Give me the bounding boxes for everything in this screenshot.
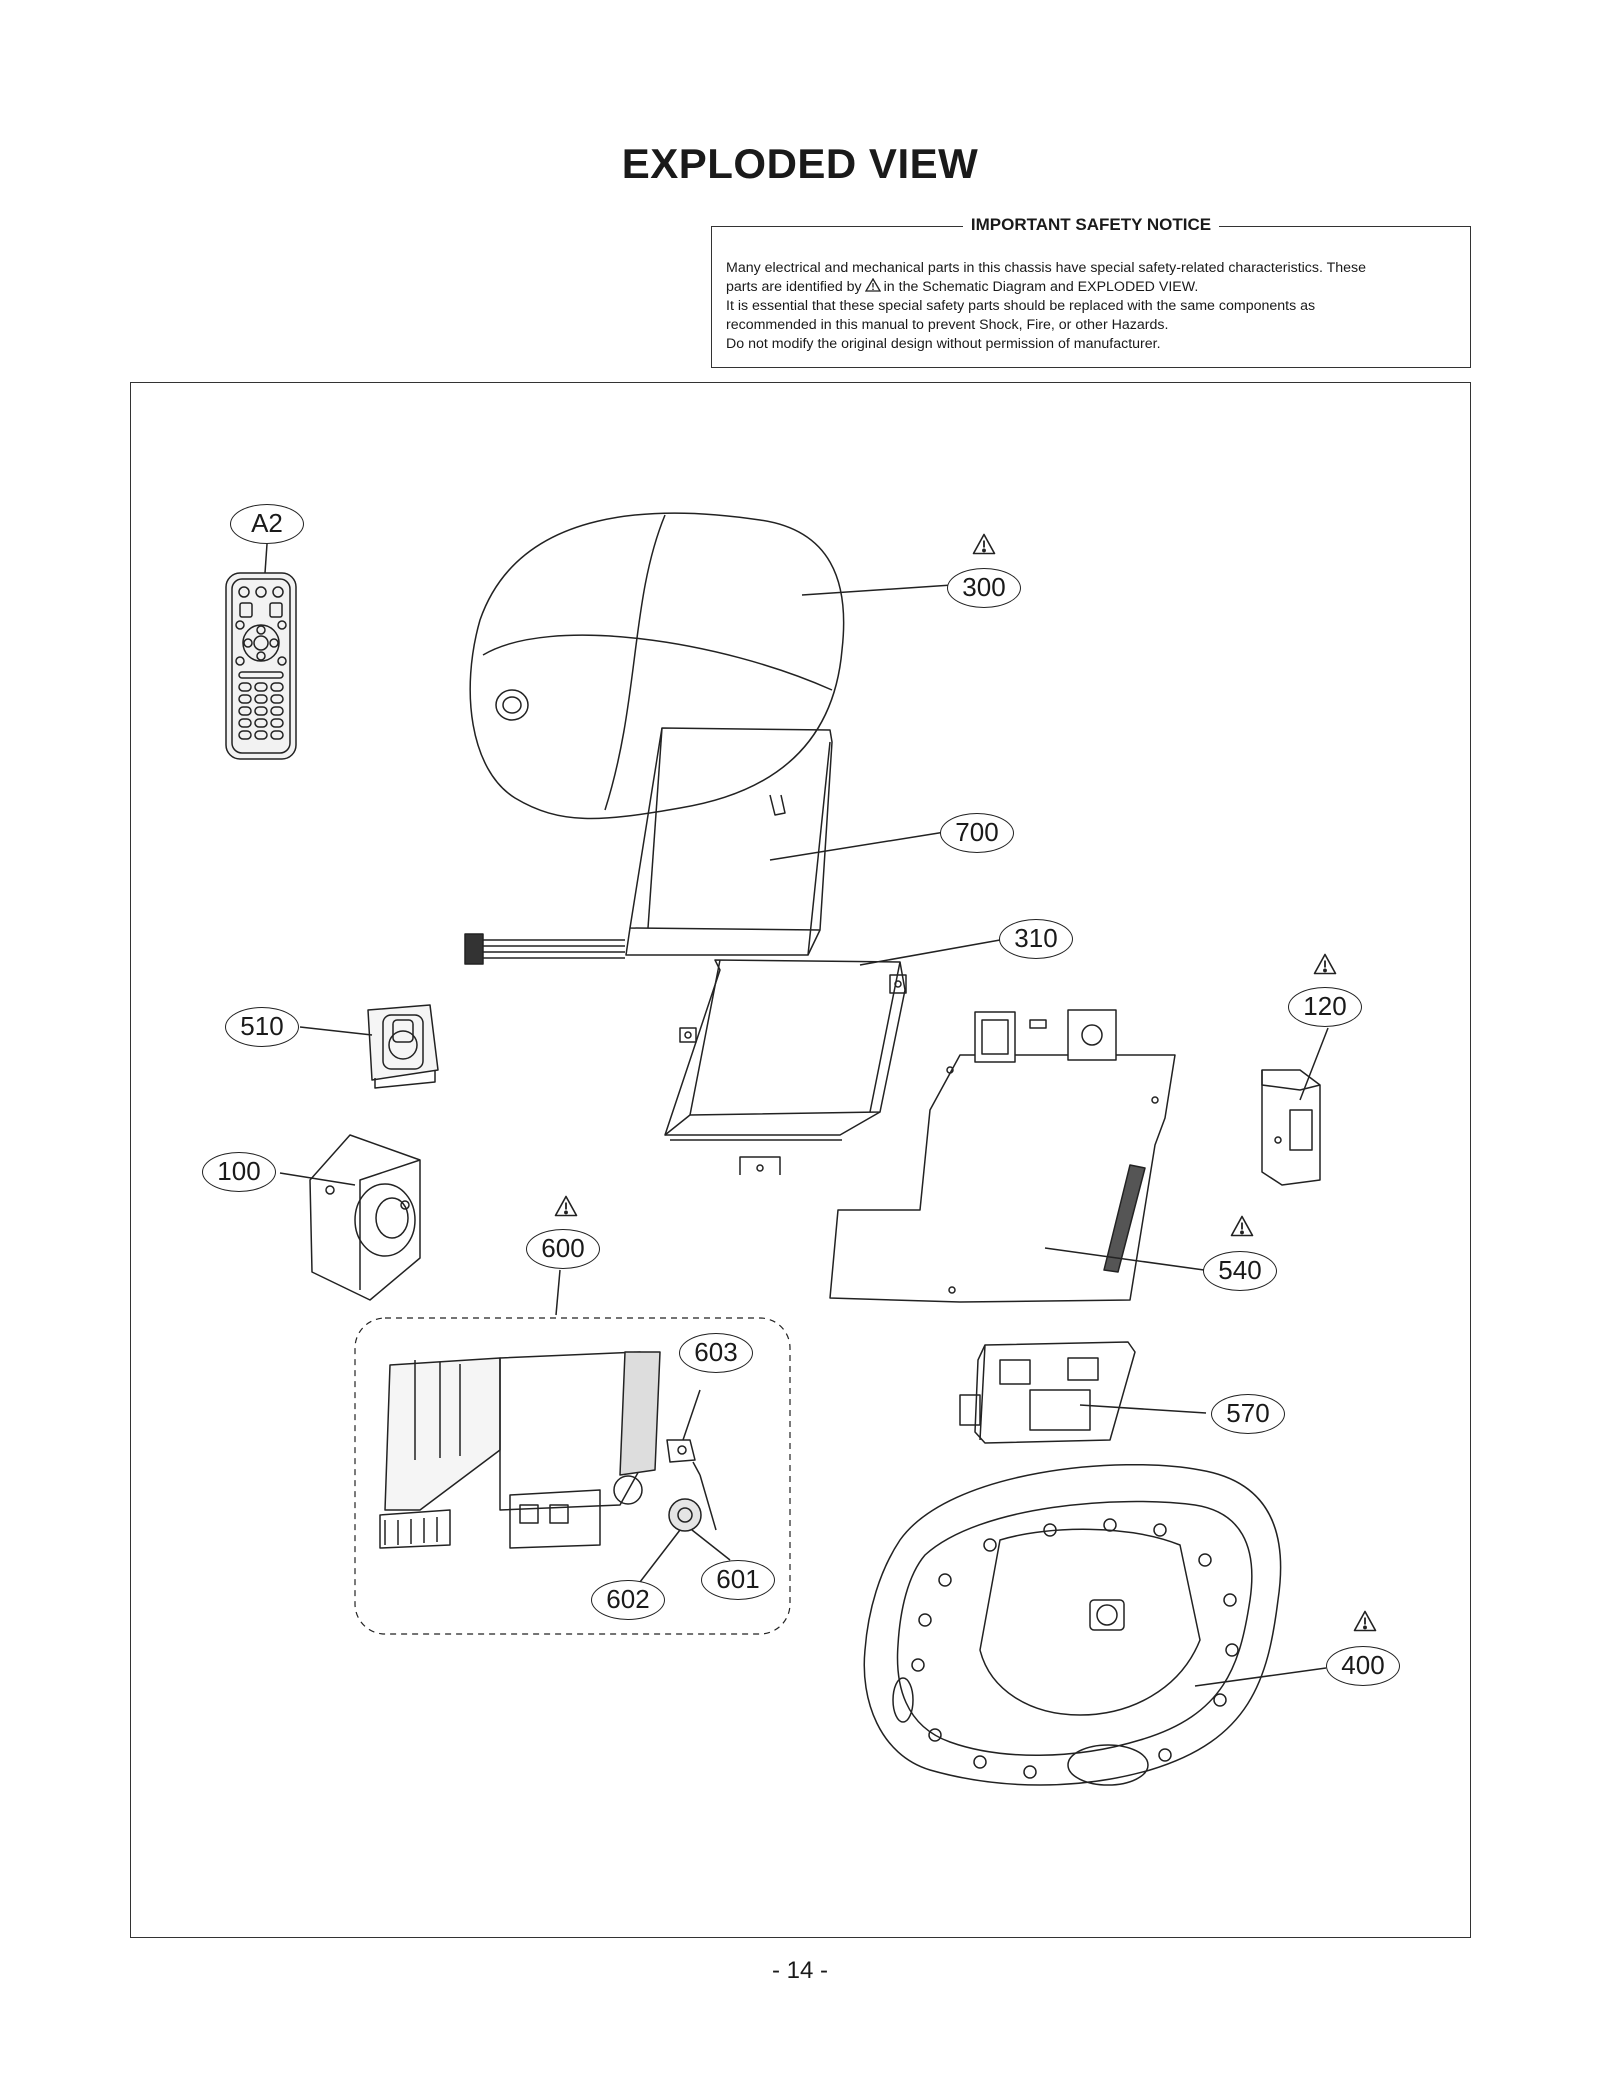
part-callout-540: 540 — [1203, 1251, 1277, 1291]
safety-warning-icon — [972, 533, 996, 555]
cooling-fan-drawing — [279, 1134, 421, 1301]
safety-warning-icon — [554, 1195, 578, 1217]
switch-knob-drawing — [299, 1004, 439, 1089]
mechanism-assembly-drawing — [354, 1269, 791, 1635]
bottom-case-drawing — [863, 1463, 1327, 1786]
safety-notice-text: Many electrical and mechanical parts in … — [726, 259, 1456, 354]
part-callout-310: 310 — [999, 919, 1073, 959]
safety-warning-icon — [1353, 1610, 1377, 1632]
safety-warning-icon — [864, 278, 881, 292]
main-pcb-drawing — [829, 1009, 1205, 1303]
exploded-view-frame — [130, 382, 1471, 1938]
part-callout-a2: A2 — [230, 504, 304, 544]
part-callout-700: 700 — [940, 813, 1014, 853]
page-title: EXPLODED VIEW — [621, 140, 979, 187]
notice-line: Do not modify the original design withou… — [726, 336, 1161, 352]
notice-line: recommended in this manual to prevent Sh… — [726, 317, 1169, 333]
safety-notice-heading: IMPORTANT SAFETY NOTICE — [962, 215, 1220, 234]
pickup-bracket-drawing — [959, 1341, 1207, 1444]
safety-warning-icon — [1230, 1215, 1254, 1237]
safety-warning-icon — [1313, 953, 1337, 975]
notice-line: It is essential that these special safet… — [726, 298, 1316, 314]
part-callout-600: 600 — [526, 1229, 600, 1269]
part-callout-510: 510 — [225, 1007, 299, 1047]
part-callout-601: 601 — [701, 1560, 775, 1600]
power-module-drawing — [1261, 1027, 1329, 1186]
part-callout-100: 100 — [202, 1152, 276, 1192]
top-cover-drawing — [469, 512, 953, 820]
page-number: - 14 - — [771, 1957, 828, 1984]
chassis-frame-drawing — [664, 939, 1001, 1175]
optical-block-drawing — [464, 727, 946, 965]
part-callout-120: 120 — [1288, 987, 1362, 1027]
part-callout-570: 570 — [1211, 1394, 1285, 1434]
part-callout-602: 602 — [591, 1580, 665, 1620]
part-callout-400: 400 — [1326, 1646, 1400, 1686]
remote-control-drawing — [225, 543, 297, 760]
part-callout-603: 603 — [679, 1333, 753, 1373]
safety-notice-box: IMPORTANT SAFETY NOTICE Many electrical … — [711, 215, 1471, 368]
notice-line: Many electrical and mechanical parts in … — [726, 260, 1367, 276]
part-callout-300: 300 — [947, 568, 1021, 608]
